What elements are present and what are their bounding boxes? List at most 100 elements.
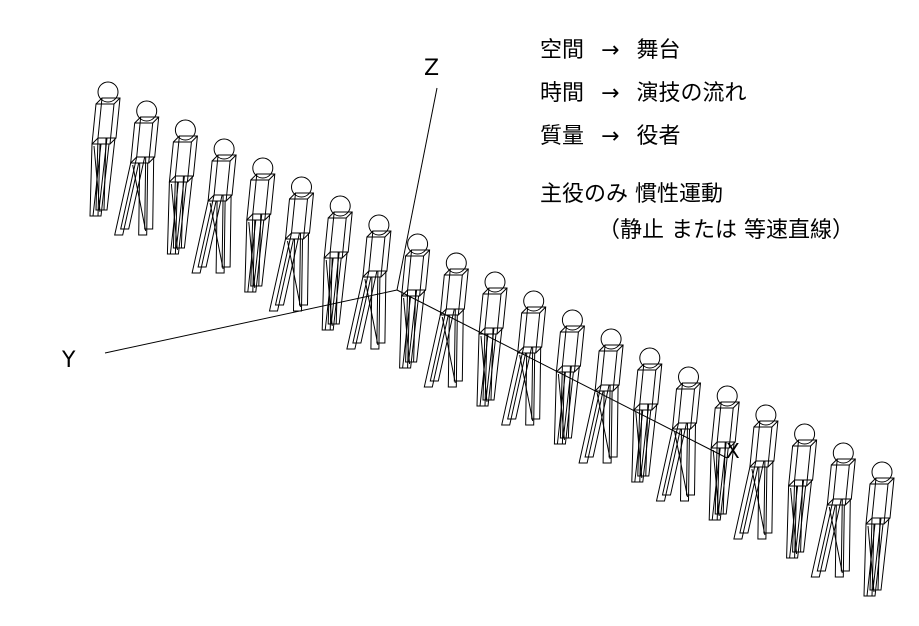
actor-head: [871, 461, 893, 483]
actor-head: [368, 214, 390, 236]
actor-figure: [810, 442, 856, 578]
actor-figure: [578, 328, 624, 464]
actor-figure: [89, 81, 121, 217]
actor-legs: [631, 403, 658, 483]
actor-figure: [399, 233, 431, 369]
actor-legs: [321, 251, 348, 331]
actor-torso: [323, 211, 353, 259]
actor-legs: [655, 422, 697, 502]
mapping-right: 役者: [636, 124, 681, 149]
actor-legs: [578, 384, 619, 464]
actor-figure: [631, 347, 663, 483]
actor-head: [523, 290, 545, 312]
actor-head: [716, 385, 738, 407]
actor-figure: [191, 138, 237, 274]
actor-figure: [346, 214, 392, 350]
actor-legs: [191, 194, 232, 274]
actor-legs: [733, 460, 774, 540]
actor-torso: [826, 458, 856, 506]
note-rest-or-uniform: （静止 または 等速直線）: [598, 218, 854, 243]
actor-head: [213, 138, 235, 160]
actor-torso: [91, 97, 121, 145]
mapping-left: 質量: [540, 124, 585, 149]
y-axis-line: [104, 289, 398, 354]
actor-figure: [166, 119, 198, 255]
actor-torso: [594, 344, 624, 392]
arrow-icon: →: [601, 81, 620, 106]
actor-figure: [786, 423, 818, 559]
actor-head: [755, 404, 777, 426]
actor-figure: [655, 366, 702, 502]
actor-legs: [89, 137, 116, 217]
actor-figures-group: [89, 81, 895, 597]
actor-torso: [710, 401, 740, 449]
actor-figure: [268, 176, 315, 312]
x-axis-label: X: [726, 439, 740, 463]
actor-figure: [423, 252, 469, 388]
actor-torso: [555, 325, 585, 373]
actor-legs: [399, 289, 426, 369]
actor-legs: [476, 327, 503, 407]
actor-head: [97, 81, 119, 103]
mapping-row-space: 空間 → 舞台: [540, 40, 680, 62]
actor-torso: [865, 477, 895, 525]
mapping-right: 演技の流れ: [636, 81, 747, 106]
actor-legs: [423, 308, 464, 388]
mapping-right: 舞台: [636, 38, 681, 63]
actor-torso: [633, 363, 663, 411]
actor-torso: [478, 287, 508, 335]
actor-head: [678, 366, 699, 388]
actor-figure: [501, 290, 547, 426]
actor-torso: [517, 306, 547, 354]
actor-figure: [321, 195, 353, 331]
actor-legs: [863, 517, 890, 597]
mapping-left: 空間: [540, 38, 585, 63]
actor-figure: [708, 385, 740, 521]
actor-legs: [501, 346, 542, 426]
actor-figure: [244, 157, 276, 293]
arrow-icon: →: [601, 124, 620, 149]
actor-head: [291, 176, 312, 198]
actor-figure: [553, 309, 585, 445]
actor-legs: [553, 365, 580, 445]
actor-head: [600, 328, 622, 350]
actor-legs: [166, 175, 193, 255]
actor-torso: [401, 249, 431, 297]
actor-torso: [671, 382, 702, 430]
actor-legs: [810, 498, 851, 578]
actor-figure: [733, 404, 779, 540]
z-axis-line: [396, 87, 438, 291]
actor-head: [329, 195, 351, 217]
actor-legs: [244, 213, 271, 293]
actor-legs: [708, 441, 735, 521]
actor-head: [794, 423, 816, 445]
actor-head: [407, 233, 429, 255]
y-axis-label: Y: [62, 348, 76, 373]
actor-head: [484, 271, 506, 293]
actor-figure: [863, 461, 895, 597]
actor-torso: [749, 420, 779, 468]
actor-head: [136, 100, 158, 122]
actor-legs: [346, 270, 387, 350]
arrow-icon: →: [601, 38, 620, 63]
mapping-left: 時間: [540, 81, 585, 106]
actor-figure: [114, 100, 160, 236]
note-inertial-motion: 主役のみ 慣性運動: [540, 182, 723, 207]
actor-torso: [130, 116, 160, 164]
actor-figure: [476, 271, 508, 407]
z-axis-label: Z: [424, 56, 440, 81]
actor-head: [174, 119, 196, 141]
actor-head: [832, 442, 854, 464]
actor-head: [445, 252, 467, 274]
actor-torso: [168, 135, 198, 183]
actor-legs: [114, 156, 155, 236]
actor-head: [561, 309, 583, 331]
actor-torso: [439, 268, 469, 316]
actor-legs: [268, 232, 310, 312]
actor-torso: [207, 154, 237, 202]
mapping-row-time: 時間 → 演技の流れ: [540, 83, 746, 105]
actor-head: [639, 347, 661, 369]
actor-torso: [246, 173, 276, 221]
